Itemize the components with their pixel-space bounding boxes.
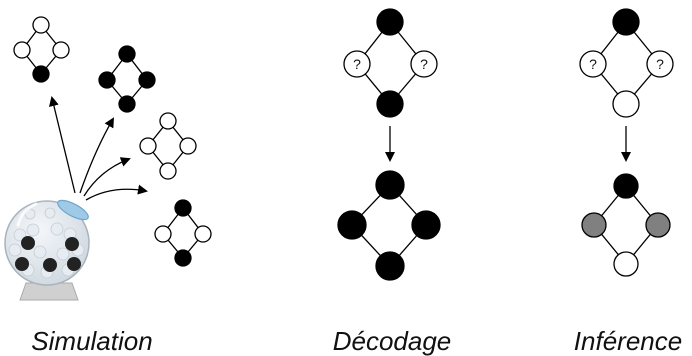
sample-graph-4 [154, 199, 212, 267]
sample-graph-3 [139, 112, 197, 180]
caption-inference: Inférence [574, 326, 682, 356]
node [613, 251, 639, 277]
node [32, 16, 50, 34]
node [375, 251, 405, 281]
arrow-icon [83, 157, 131, 197]
node-unknown [410, 50, 438, 78]
node [645, 212, 671, 238]
decoding-input-graph [343, 8, 438, 118]
arrow-icon [85, 184, 148, 201]
node [612, 8, 640, 36]
unknown-label: ? [656, 56, 664, 72]
node-unknown [646, 50, 674, 78]
node [118, 95, 136, 113]
node [139, 137, 157, 155]
unknown-label: ? [420, 56, 428, 72]
node [32, 65, 50, 83]
node [581, 212, 607, 238]
arrow-icon [79, 117, 115, 194]
decoding-output-graph [337, 170, 441, 281]
arrow-icon [48, 96, 76, 194]
node [376, 8, 404, 36]
node [174, 199, 192, 217]
node [52, 41, 70, 59]
node-unknown [343, 50, 371, 78]
node [174, 249, 192, 267]
node [13, 41, 31, 59]
jar-dark-balls [15, 236, 81, 272]
decoding-panel: ? ? Décodage [333, 8, 452, 356]
node [138, 71, 156, 89]
node [337, 210, 367, 240]
node [179, 137, 197, 155]
gumball-jar-icon [4, 199, 90, 301]
node [613, 173, 639, 199]
caption-simulation: Simulation [31, 326, 152, 356]
simulation-arrows [48, 96, 148, 201]
node [154, 225, 172, 243]
node [411, 210, 441, 240]
inference-input-graph [579, 8, 674, 118]
node [375, 170, 405, 200]
inference-panel: ? ? Inférence [574, 8, 682, 356]
jar-lid [57, 199, 89, 221]
node [376, 90, 404, 118]
simulation-panel: Simulation [4, 16, 212, 356]
node [159, 112, 177, 130]
unknown-label: ? [353, 56, 361, 72]
sample-graph-1 [13, 16, 70, 83]
inference-output-graph [581, 173, 671, 277]
caption-decoding: Décodage [333, 326, 452, 356]
node [194, 225, 212, 243]
node-unknown [579, 50, 607, 78]
node [118, 45, 136, 63]
unknown-label: ? [589, 56, 597, 72]
jar-base [19, 282, 79, 301]
node [159, 162, 177, 180]
sample-graph-2 [98, 45, 156, 113]
node [98, 71, 116, 89]
node [612, 90, 640, 118]
